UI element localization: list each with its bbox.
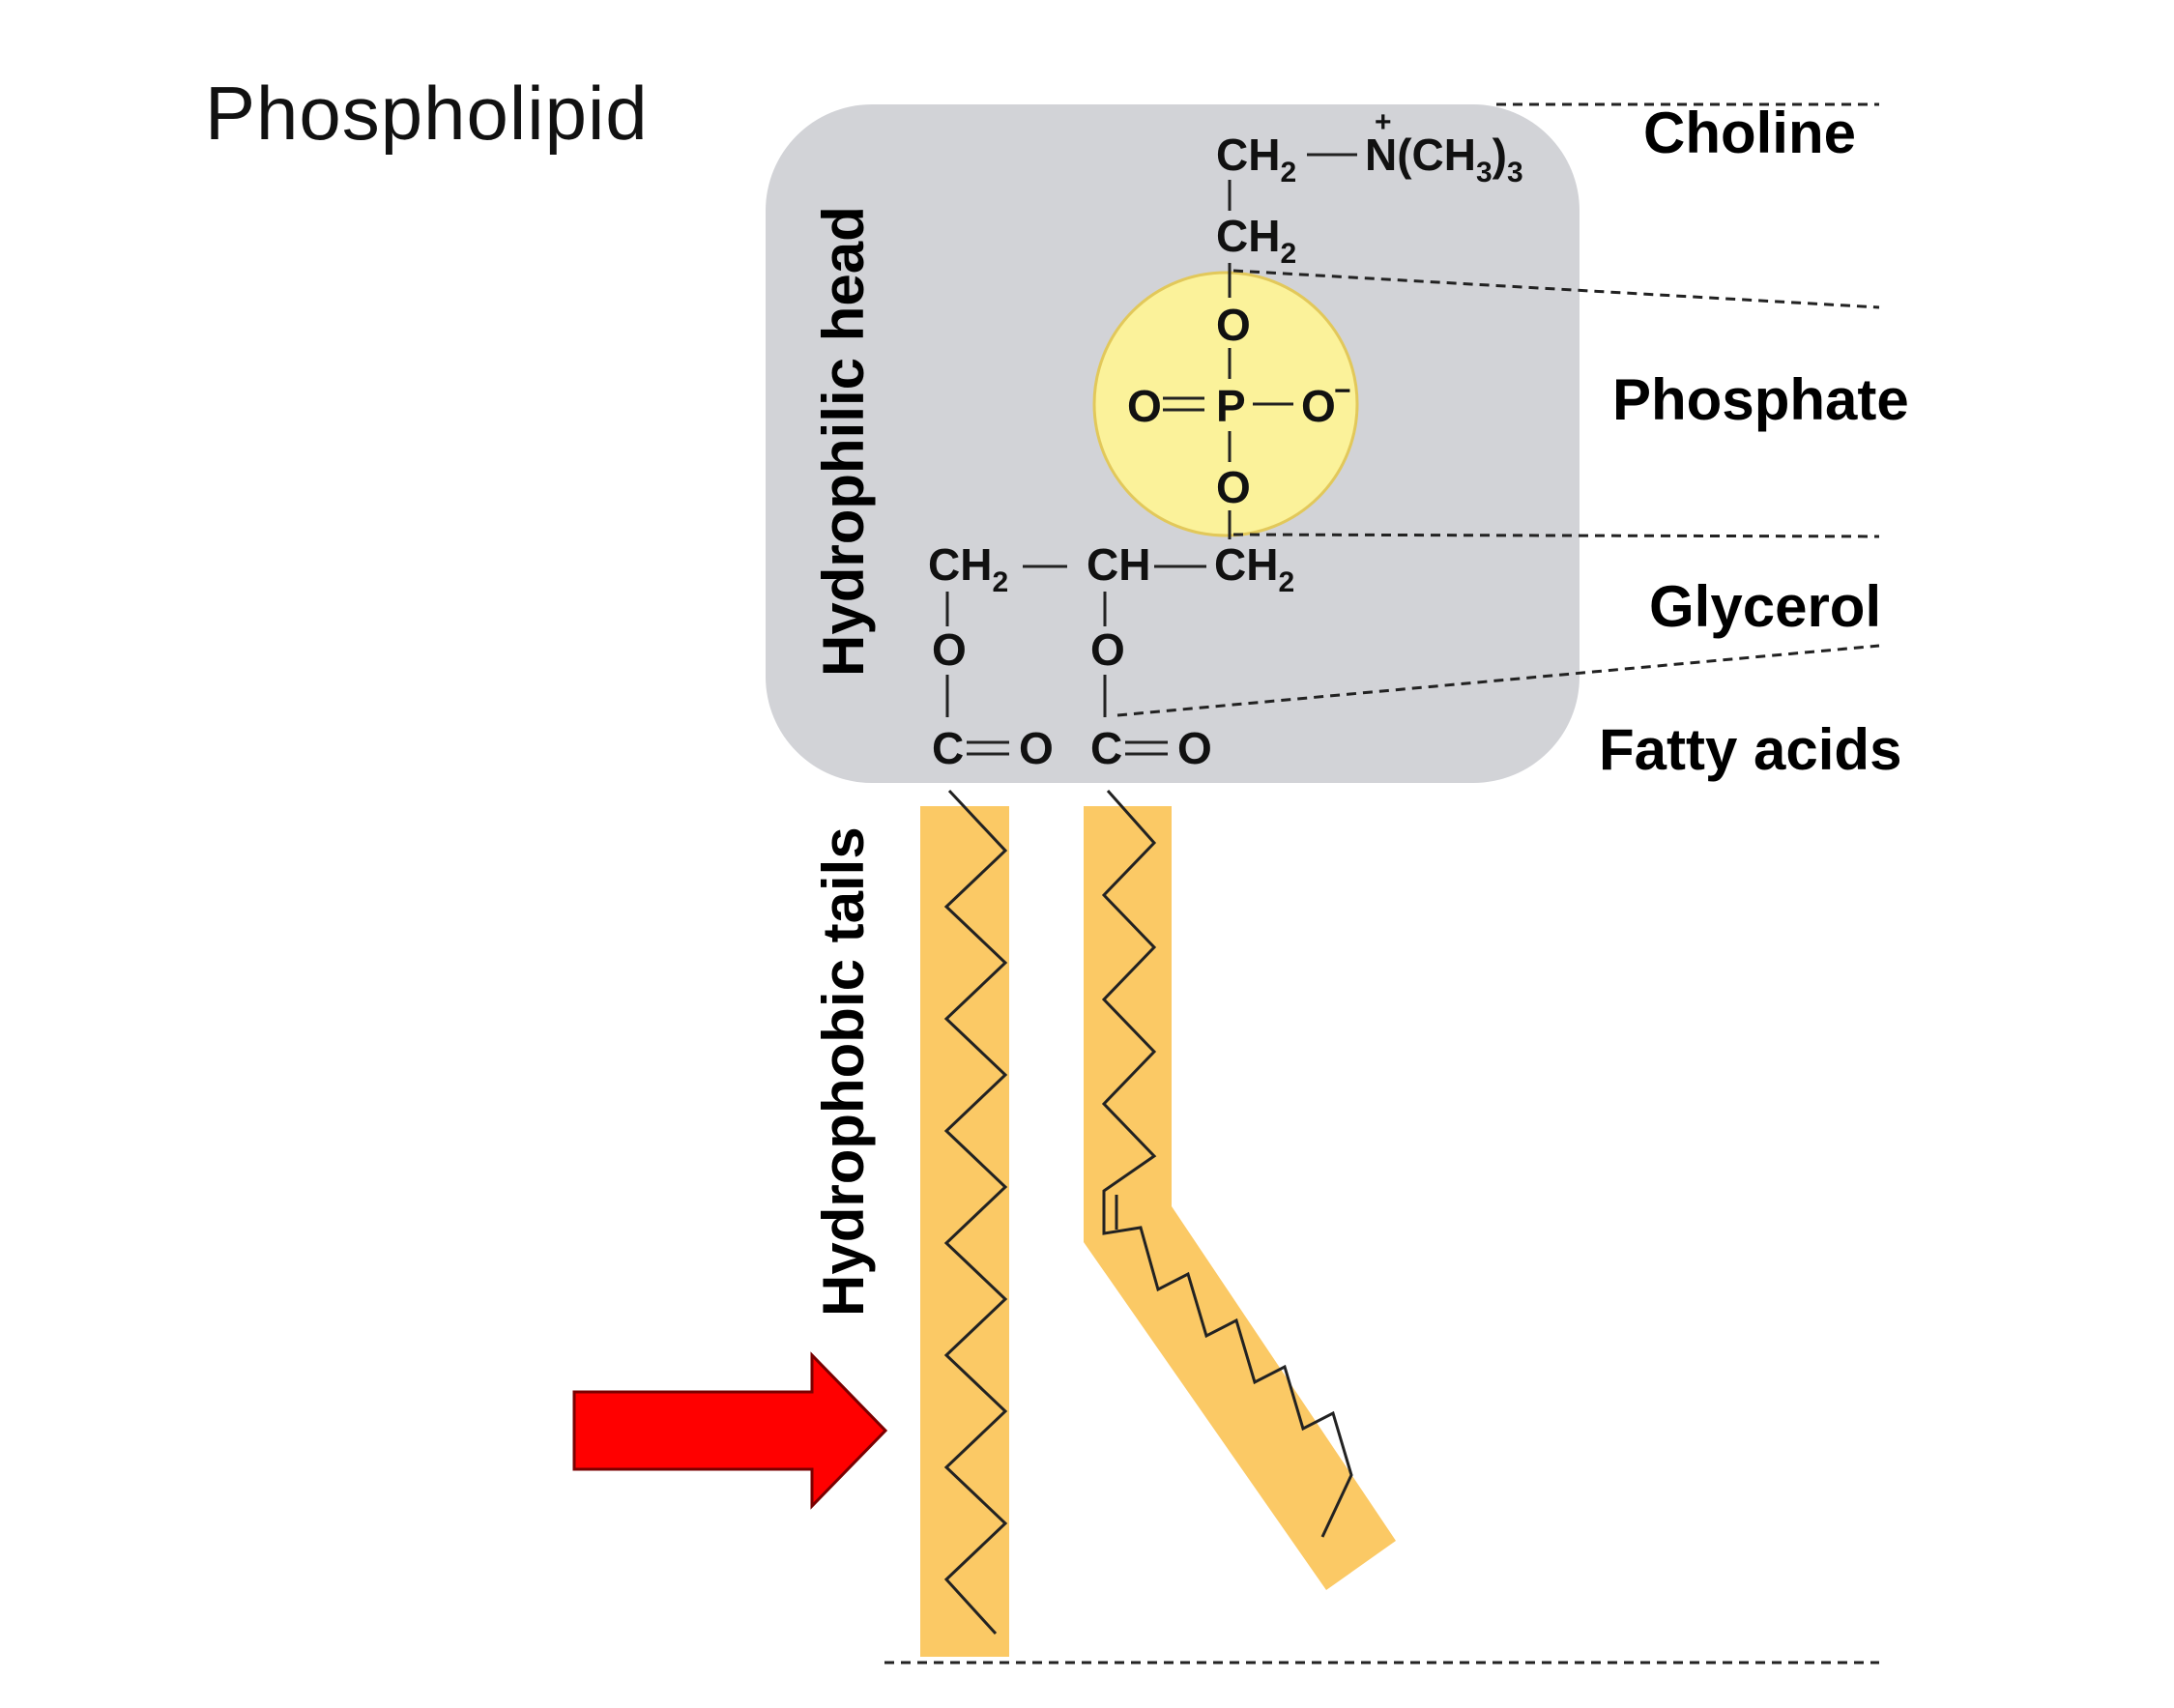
label-fatty-acids: Fatty acids (1599, 717, 1901, 782)
ester-c-left-text: C (932, 723, 964, 773)
phosphate-o-top-text: O (1216, 300, 1251, 350)
ester-o-left-carbonyl-text: O (1019, 723, 1054, 773)
ester-o-left-text: O (932, 624, 967, 675)
ester-c-right-text: C (1090, 723, 1122, 773)
glycerol-ch2-left-text: CH2 (928, 539, 1008, 598)
choline-ch2-text: CH2 (1216, 130, 1296, 188)
label-phosphate: Phosphate (1612, 367, 1909, 432)
phosphate-top-guide-line (1232, 269, 1880, 309)
label-glycerol: Glycerol (1649, 574, 1881, 639)
phosphate-o-left-text: O (1127, 381, 1162, 431)
ester-o-right-carbonyl-text: O (1177, 723, 1212, 773)
choline-n-text: N(CH3)3 (1365, 130, 1523, 188)
ester-o-right-text: O (1090, 624, 1125, 675)
glycerol-guide-line (1116, 644, 1880, 717)
label-hydrophobic-tails: Hydrophobic tails (811, 826, 876, 1317)
charge-minus-text: − (1334, 375, 1351, 407)
page-title: Phospholipid (205, 71, 649, 156)
unsaturated-tail (1084, 806, 1396, 1590)
phosphate-o-right-text: O (1301, 381, 1336, 431)
choline-ch2-lower-text: CH2 (1216, 211, 1296, 270)
saturated-chain (943, 789, 1008, 1636)
unsaturated-chain (1101, 790, 1353, 1538)
phosphate-p-text: P (1216, 381, 1246, 431)
glycerol-ch2-right-text: CH2 (1214, 539, 1294, 598)
phosphate-bottom-guide-line (1232, 533, 1880, 538)
phosphate-circle (1092, 271, 1359, 537)
phosphate-o-bottom-text: O (1216, 462, 1251, 512)
label-choline: Choline (1643, 101, 1856, 165)
glycerol-ch-text: CH (1087, 539, 1150, 590)
red-arrow-icon (572, 1351, 888, 1510)
saturated-tail (920, 806, 1009, 1657)
charge-plus-text: + (1375, 106, 1392, 138)
label-hydrophilic-head: Hydrophilic head (811, 206, 876, 677)
